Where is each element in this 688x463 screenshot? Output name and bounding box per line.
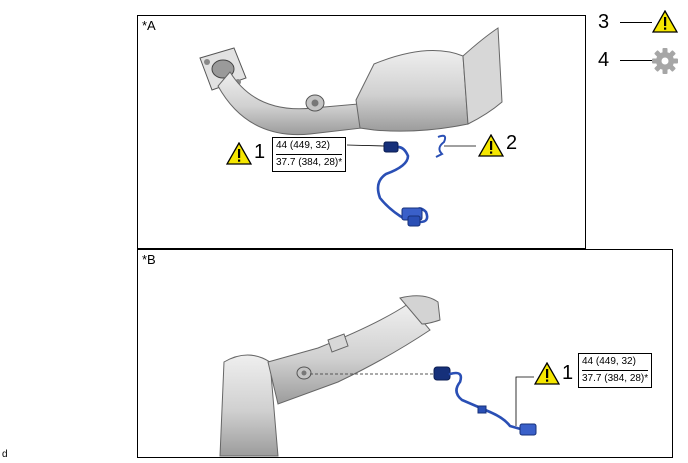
oxygen-sensor-b bbox=[448, 371, 526, 432]
torque-primary: 44 (449, 32) bbox=[582, 356, 636, 367]
footer-code: d bbox=[2, 449, 8, 460]
callout-number: 1 bbox=[562, 362, 574, 384]
panel-a: *A bbox=[137, 15, 586, 249]
torque-secondary: 37.7 (384, 28)* bbox=[276, 154, 343, 171]
torque-spec-box: 44 (449, 32) 37.7 (384, 28)* bbox=[578, 353, 653, 388]
exhaust-pipe-a bbox=[199, 27, 503, 227]
gear-icon bbox=[651, 47, 679, 75]
torque-spec-box: 44 (449, 32) 37.7 (384, 28)* bbox=[272, 137, 347, 172]
warning-icon bbox=[226, 142, 252, 165]
warning-icon bbox=[652, 10, 678, 33]
callout-number: 1 bbox=[254, 141, 266, 163]
torque-primary: 44 (449, 32) bbox=[276, 140, 330, 151]
torque-secondary: 37.7 (384, 28)* bbox=[582, 370, 649, 387]
legend-number-3: 3 bbox=[598, 11, 610, 33]
legend-number-4: 4 bbox=[598, 49, 610, 71]
exhaust-pipe-b bbox=[219, 295, 537, 457]
panel-b: *B 1 44 (449, 32) 37.7 (3 bbox=[137, 249, 673, 458]
warning-icon bbox=[478, 134, 504, 157]
panel-b-label: *B bbox=[142, 252, 156, 267]
panel-a-label: *A bbox=[142, 18, 156, 33]
legend-leader-4 bbox=[620, 60, 652, 61]
legend-leader-3 bbox=[620, 22, 652, 23]
warning-icon bbox=[534, 362, 560, 385]
callout-number: 2 bbox=[506, 132, 518, 154]
harness-clamp bbox=[435, 134, 447, 158]
